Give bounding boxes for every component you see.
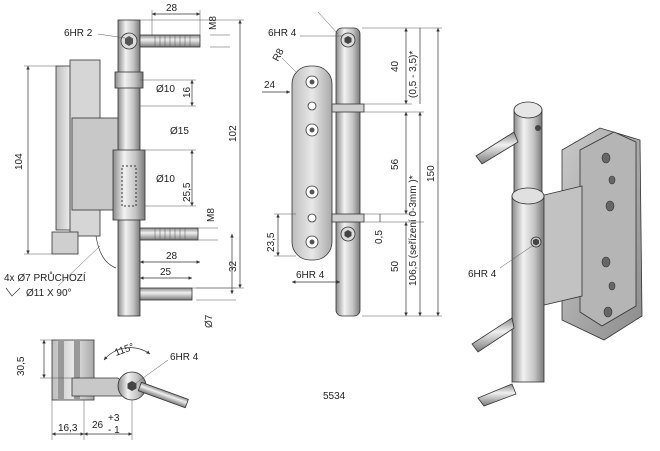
iso-bolt-middle bbox=[471, 317, 515, 353]
top-view: 30,5 115° 6HR 4 16,3 26 +3 - 1 bbox=[16, 339, 199, 440]
dim-106-5: 106,5 (seřízení 0-3mm )* bbox=[408, 175, 419, 286]
side-label-6hr4-top: 6HR 4 bbox=[268, 28, 297, 39]
dim-102: 102 bbox=[228, 125, 239, 142]
drawing-number: 5534 bbox=[323, 391, 346, 402]
dim-m8-top: M8 bbox=[208, 16, 219, 30]
side-plate-holes bbox=[305, 75, 319, 249]
dim-28-bottom: 28 bbox=[166, 251, 178, 262]
dim-28-top: 28 bbox=[166, 3, 178, 14]
dim-40: 40 bbox=[390, 60, 401, 72]
dim-25-5: 25,5 bbox=[182, 182, 193, 202]
dim-d10-b: Ø10 bbox=[156, 174, 175, 185]
angle-arc bbox=[103, 347, 151, 361]
dim-50: 50 bbox=[390, 260, 401, 272]
dim-104: 104 bbox=[14, 153, 25, 170]
cylinder-section bbox=[112, 149, 146, 221]
dim-32: 32 bbox=[228, 260, 239, 272]
dim-r8: R8 bbox=[271, 47, 287, 64]
front-view: 6HR 2 28 M8 104 Ø10 16 Ø15 Ø10 25,5 102 … bbox=[4, 3, 244, 328]
iso-cylinder-upper bbox=[513, 109, 543, 195]
iso-bolt-bottom bbox=[477, 383, 517, 407]
side-view: 6HR 4 R8 24 40 (0,5 - 3,5)* 56 150 106,5… bbox=[262, 11, 442, 317]
bolt-top-thread bbox=[154, 35, 191, 47]
dim-tol-plus: +3 bbox=[108, 413, 120, 424]
dim-24: 24 bbox=[264, 80, 276, 91]
bolt-middle-thread bbox=[154, 228, 186, 240]
bolt-bottom bbox=[139, 287, 193, 301]
top-label-6hr4: 6HR 4 bbox=[170, 352, 199, 363]
iso-label-6hr4: 6HR 4 bbox=[468, 269, 497, 280]
dim-angle-115: 115° bbox=[113, 342, 136, 359]
side-cylinder bbox=[335, 27, 361, 317]
label-6hr2: 6HR 2 bbox=[64, 28, 93, 39]
dim-0-5: 0,5 bbox=[374, 230, 385, 244]
dim-23-5: 23,5 bbox=[266, 232, 277, 252]
iso-cylinder-lower bbox=[511, 195, 545, 383]
hole-note-1: 4x Ø7 PRŮCHOZÍ bbox=[4, 271, 86, 284]
iso-view: 6HR 4 bbox=[468, 101, 643, 407]
hex-socket-top-hole bbox=[125, 36, 133, 46]
cylinder-collar-top bbox=[114, 71, 144, 89]
dim-tol-top: (0,5 - 3,5)* bbox=[408, 51, 419, 98]
hidden-pin bbox=[121, 165, 137, 207]
dim-30-5: 30,5 bbox=[16, 356, 27, 376]
dim-d10-a: Ø10 bbox=[156, 84, 175, 95]
frame-bottom-block bbox=[51, 231, 79, 255]
top-bolt bbox=[137, 381, 189, 409]
dim-25: 25 bbox=[160, 267, 172, 278]
iso-bolt-top bbox=[475, 131, 519, 165]
dim-d7: Ø7 bbox=[204, 314, 215, 328]
bolt-middle bbox=[139, 227, 199, 241]
dim-tol-minus: - 1 bbox=[108, 425, 120, 436]
side-plate-hole-centers bbox=[309, 79, 315, 245]
iso-plate-holes bbox=[601, 152, 616, 318]
dim-m8-bottom: M8 bbox=[206, 208, 217, 222]
dim-16-3: 16,3 bbox=[58, 423, 78, 434]
dim-16: 16 bbox=[182, 86, 193, 98]
dim-150: 150 bbox=[426, 165, 437, 182]
dim-56: 56 bbox=[390, 158, 401, 170]
hole-note-2: Ø11 X 90° bbox=[26, 288, 72, 299]
leaf-curve bbox=[95, 235, 117, 269]
countersink-symbol bbox=[5, 287, 21, 297]
side-plate bbox=[291, 65, 333, 261]
side-label-6hr4-bottom: 6HR 4 bbox=[296, 270, 325, 281]
dim-d15: Ø15 bbox=[170, 126, 189, 137]
dim-26: 26 bbox=[92, 420, 104, 431]
iso-leaf bbox=[539, 185, 583, 307]
